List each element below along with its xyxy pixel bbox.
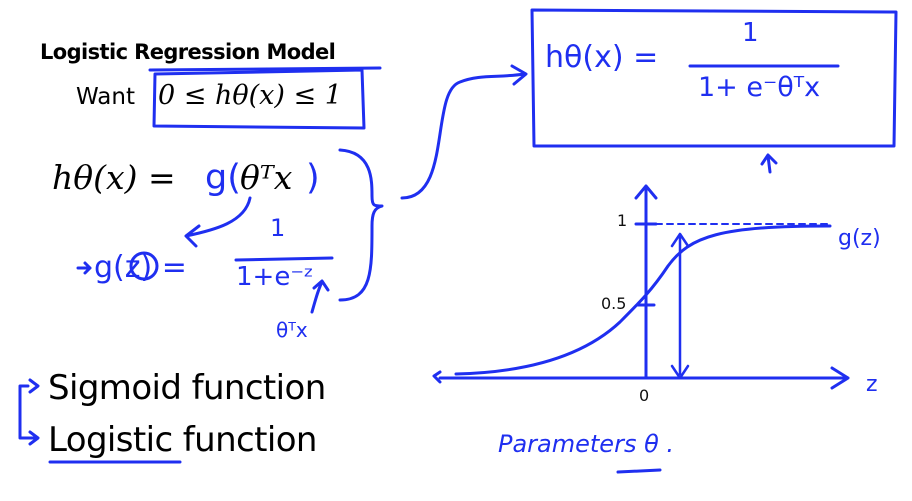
title-underline [148, 66, 382, 72]
right-brace [338, 148, 384, 302]
vertical-marker [670, 232, 690, 380]
parameter-underline [616, 468, 662, 474]
up-arrow-under-box [760, 153, 778, 174]
z-circle [129, 251, 159, 281]
y-axis [634, 184, 658, 380]
boxed-lhs: hθ(x) = [545, 40, 659, 75]
z-note-arrow [310, 279, 330, 314]
arrow-to-box [400, 64, 528, 200]
hypothesis-g-handwritten: g( [205, 158, 241, 198]
x-axis-left-tick [432, 370, 442, 384]
sigmoid-z-note: θᵀx [276, 318, 308, 342]
x-tick-0: 0 [639, 386, 650, 405]
boxed-numerator: 1 [742, 18, 759, 48]
parameters-note: Parameters θ . [498, 430, 675, 458]
x-axis [438, 366, 850, 390]
terms-bracket [18, 378, 40, 446]
sigmoid-denominator: 1+e⁻ᶻ [236, 262, 314, 292]
want-condition-box [152, 68, 366, 130]
hypothesis-argument: θᵀx [240, 158, 293, 197]
want-label: Want [76, 84, 135, 110]
term-logistic: Logistic function [48, 420, 317, 460]
x-axis-label: z [866, 372, 878, 397]
want-condition: 0 ≤ hθ(x) ≤ 1 [158, 80, 342, 111]
small-arrow [76, 261, 92, 275]
formula-box [530, 8, 898, 148]
curve-label: g(z) [838, 226, 881, 251]
arrow-to-sigmoid [184, 196, 252, 248]
term-sigmoid: Sigmoid function [48, 368, 326, 408]
y-tick-1: 1 [617, 211, 628, 230]
sigmoid-fraction-bar [234, 256, 334, 262]
hypothesis-lhs: hθ(x) = [52, 158, 176, 197]
slide-title: Logistic Regression Model [40, 40, 336, 64]
sigmoid-curve [454, 224, 832, 376]
y-tick-0-5: 0.5 [601, 294, 627, 313]
sigmoid-numerator: 1 [270, 214, 286, 242]
boxed-denominator: 1+ e⁻θᵀx [698, 72, 821, 103]
hypothesis-close-paren: ) [306, 158, 320, 198]
